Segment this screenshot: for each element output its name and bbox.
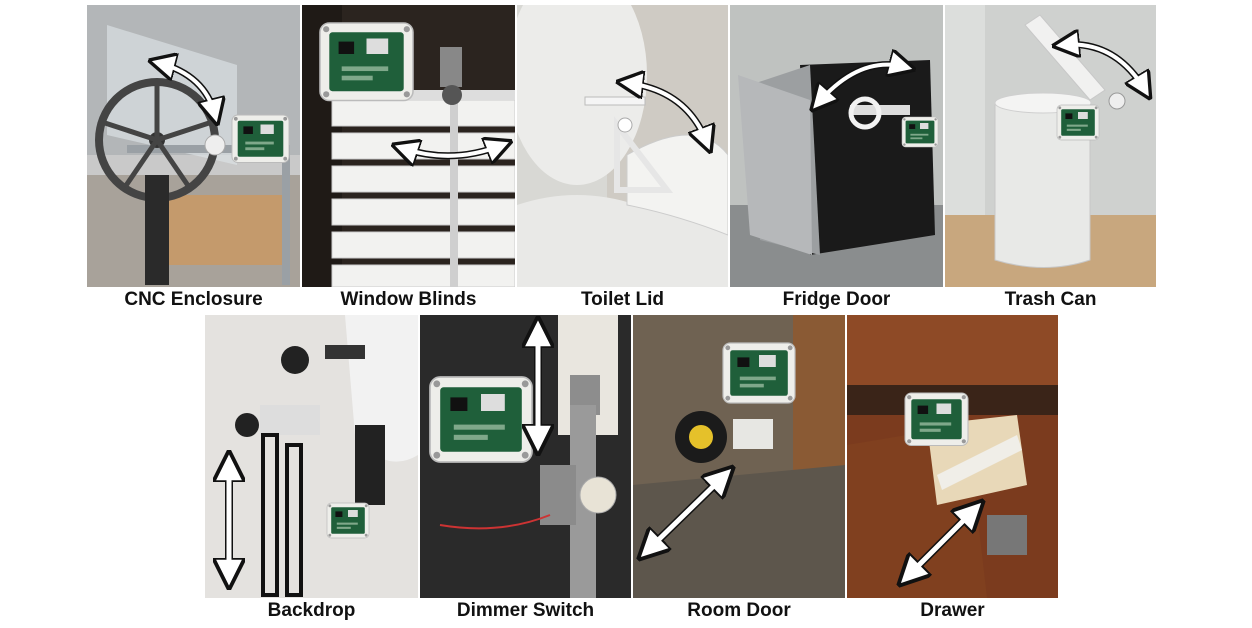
photo-trash-can [945, 5, 1156, 287]
photo-window-blinds [302, 5, 515, 287]
pcb-module-icon [722, 342, 796, 404]
photo-cnc-enclosure [87, 5, 300, 287]
caption-fridge-door: Fridge Door [782, 289, 891, 310]
photo-toilet-lid [517, 5, 728, 287]
caption-toilet-lid: Toilet Lid [580, 289, 665, 310]
caption-window-blinds: Window Blinds [340, 289, 477, 310]
photo-fridge-door [730, 5, 943, 287]
fridge-door-illustration [730, 5, 943, 287]
caption-drawer: Drawer [920, 600, 985, 621]
pcb-module-icon [904, 392, 969, 447]
drawer-illustration [847, 315, 1058, 598]
dimmer-switch-illustration [420, 315, 631, 598]
pcb-module-icon [326, 502, 370, 539]
photo-drawer [847, 315, 1058, 598]
pcb-module-icon [429, 376, 533, 463]
pcb-module-icon [319, 22, 414, 102]
pcb-module-icon [1056, 104, 1100, 141]
caption-trash-can: Trash Can [1004, 289, 1097, 310]
caption-backdrop: Backdrop [267, 600, 356, 621]
cnc-enclosure-illustration [87, 5, 300, 287]
pcb-module-icon [901, 116, 939, 148]
photo-backdrop [205, 315, 418, 598]
backdrop-illustration [205, 315, 418, 598]
photo-room-door [633, 315, 845, 598]
caption-room-door: Room Door [687, 600, 791, 621]
trash-can-illustration [945, 5, 1156, 287]
pcb-module-icon [231, 114, 290, 163]
photo-dimmer-switch [420, 315, 631, 598]
room-door-illustration [633, 315, 845, 598]
caption-cnc-enclosure: CNC Enclosure [124, 289, 263, 310]
window-blinds-illustration [302, 5, 515, 287]
caption-dimmer-switch: Dimmer Switch [456, 600, 595, 621]
toilet-lid-illustration [517, 5, 728, 287]
